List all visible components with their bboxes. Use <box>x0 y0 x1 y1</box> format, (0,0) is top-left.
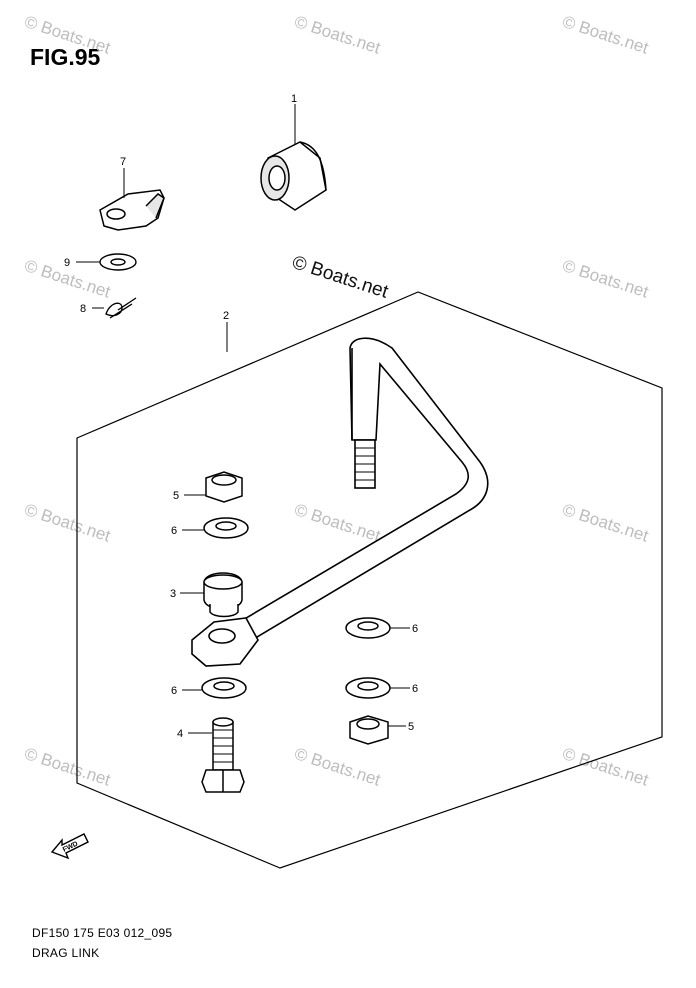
callout-6b: 6 <box>171 685 177 697</box>
callout-6d: 6 <box>412 683 418 695</box>
figure-name: DRAG LINK <box>32 946 100 960</box>
part-5-nut-left <box>205 471 243 503</box>
callout-4: 4 <box>177 728 183 740</box>
part-6-washer-right-1 <box>345 617 391 639</box>
callout-5a: 5 <box>173 490 179 502</box>
figure-code: DF150 175 E03 012_095 <box>32 926 173 940</box>
fwd-label: FWD <box>62 841 79 854</box>
callout-5b: 5 <box>408 721 414 733</box>
callout-6a: 6 <box>171 525 177 537</box>
part-6-washer-left-1 <box>203 517 249 539</box>
callout-2: 2 <box>223 310 229 322</box>
part-2-drag-link <box>191 337 489 667</box>
figure-title: FIG.95 <box>30 44 101 70</box>
callout-7: 7 <box>120 156 126 168</box>
callout-8: 8 <box>80 303 86 315</box>
part-8-cotter-pin <box>105 297 137 319</box>
callout-6c: 6 <box>412 623 418 635</box>
callout-3: 3 <box>170 588 176 600</box>
part-5-nut-right <box>349 715 389 745</box>
part-4-bolt <box>201 717 245 793</box>
part-1-bushing <box>260 141 327 211</box>
assembly-frame <box>76 291 663 869</box>
part-6-washer-left-2 <box>201 677 247 699</box>
part-6-washer-right-2 <box>345 677 391 699</box>
part-7-bracket <box>99 189 165 231</box>
fwd-arrow-icon: FWD <box>50 833 89 860</box>
callout-9: 9 <box>64 257 70 269</box>
part-9-washer <box>99 253 137 271</box>
part-3-collar <box>203 572 243 618</box>
callout-1: 1 <box>291 93 297 105</box>
